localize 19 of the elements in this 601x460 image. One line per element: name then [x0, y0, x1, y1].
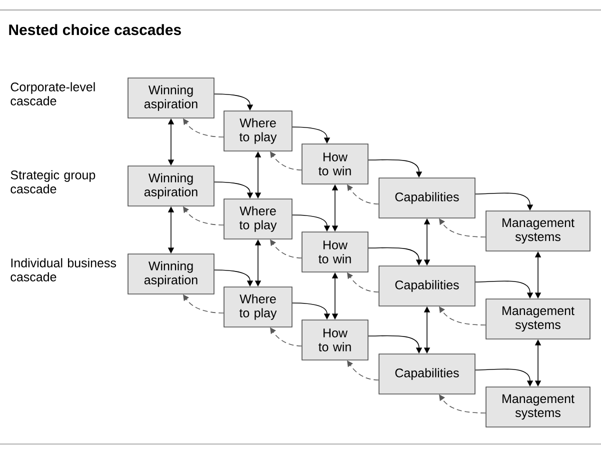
cascade-label: Corporate-level cascade — [10, 82, 95, 106]
step-box: Where to play — [224, 286, 292, 328]
step-box: How to win — [302, 232, 368, 272]
step-box: Where to play — [224, 110, 292, 152]
step-box: Management systems — [486, 298, 590, 340]
step-box: Capabilities — [378, 354, 476, 394]
title: Nested choice cascades — [9, 24, 181, 36]
step-box: How to win — [302, 144, 368, 184]
cascade-label: Individual business cascade — [10, 258, 116, 282]
step-box: Winning aspiration — [128, 254, 214, 294]
cascade-label: Strategic group cascade — [10, 170, 96, 194]
step-box: How to win — [302, 320, 368, 360]
step-box: Winning aspiration — [128, 166, 214, 206]
step-box: Where to play — [224, 198, 292, 240]
step-box: Capabilities — [378, 266, 476, 306]
step-box: Management systems — [486, 386, 590, 428]
step-box: Management systems — [486, 210, 590, 252]
step-box: Capabilities — [378, 178, 476, 218]
step-box: Winning aspiration — [128, 78, 214, 118]
